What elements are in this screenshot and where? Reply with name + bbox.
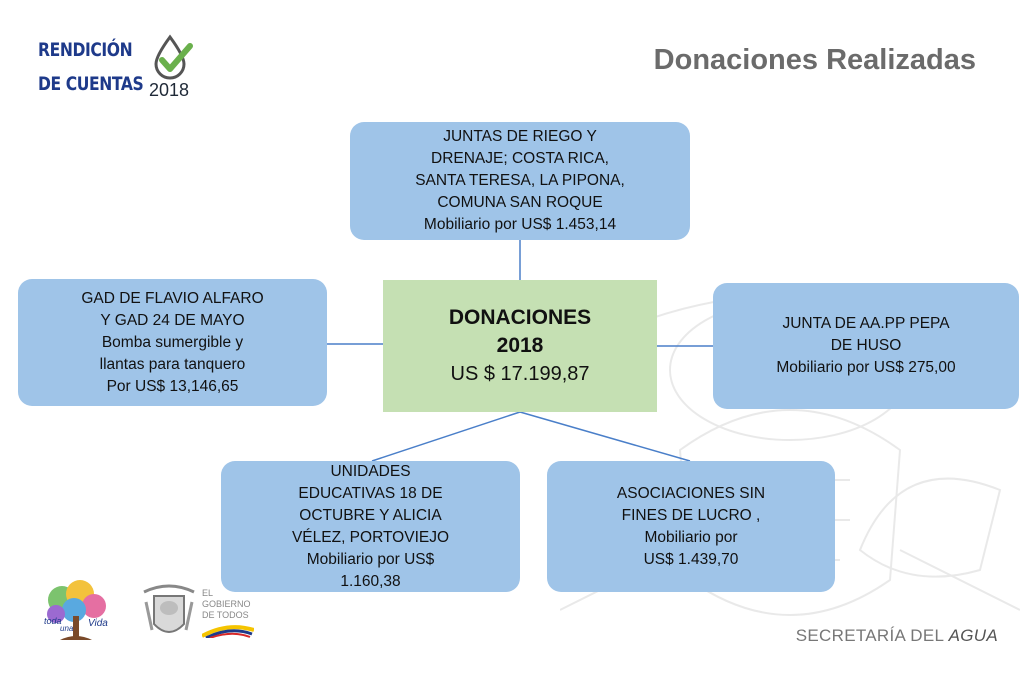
node-amount: 1.160,38 — [340, 572, 401, 590]
node-text: OCTUBRE Y ALICIA — [299, 506, 442, 524]
drop-check-icon — [154, 34, 193, 80]
node-amount: US$ 1.439,70 — [643, 550, 739, 568]
secretaria-del-agua-logo: SECRETARÍA DEL AGUA — [796, 626, 998, 646]
logo-text-vida: Vida — [88, 618, 108, 629]
gov-line-3: DE TODOS — [202, 610, 249, 620]
node-text: EDUCATIVAS 18 DE — [298, 484, 443, 502]
center-heading-1: DONACIONES — [448, 306, 592, 329]
node-text: JUNTAS DE RIEGO Y — [443, 128, 597, 145]
node-text: COMUNA SAN ROQUE — [437, 194, 603, 211]
connector-bottom-right — [519, 411, 691, 462]
node-text: GAD DE FLAVIO ALFARO — [81, 289, 264, 307]
node-donaciones-center: DONACIONES 2018 US $ 17.199,87 — [383, 280, 657, 412]
logo-text-toda: toda — [44, 616, 62, 626]
node-juntas-riego: JUNTAS DE RIEGO Y DRENAJE; COSTA RICA, S… — [350, 122, 690, 240]
rendicion-cuentas-logo: RENDICIÓN DE CUENTAS 2018 — [38, 32, 198, 104]
node-text: VÉLEZ, PORTOVIEJO — [291, 528, 450, 546]
node-text: DRENAJE; COSTA RICA, — [431, 150, 609, 167]
secretaria-text: SECRETARÍA DEL — [795, 626, 944, 645]
gov-line-1: EL — [202, 588, 214, 598]
node-text: Mobiliario por — [644, 528, 738, 546]
center-heading-2: 2018 — [496, 334, 544, 357]
node-text: SANTA TERESA, LA PIPONA, — [415, 172, 625, 189]
logo-line-2: DE CUENTAS — [38, 73, 144, 95]
node-amount: Mobiliario por US$ 275,00 — [776, 359, 956, 376]
gobierno-de-todos-logo: EL GOBIERNO DE TODOS — [140, 582, 260, 646]
node-text: ASOCIACIONES SIN — [616, 484, 766, 502]
node-amount: Mobiliario por US$ 1.453,14 — [423, 216, 617, 233]
logo-text-una: una — [60, 624, 74, 633]
page-title: Donaciones Realizadas — [653, 44, 976, 76]
coat-of-arms-icon — [143, 584, 195, 633]
connector-bottom-left — [371, 411, 521, 462]
node-asociaciones-sin-fines: ASOCIACIONES SIN FINES DE LUCRO , Mobili… — [547, 461, 835, 592]
logo-year: 2018 — [149, 80, 190, 100]
toda-una-vida-logo: toda una Vida — [40, 578, 112, 644]
node-text: Y GAD 24 DE MAYO — [100, 311, 245, 329]
gobierno-text: EL GOBIERNO DE TODOS — [202, 588, 251, 621]
node-gad-flavio-alfaro: GAD DE FLAVIO ALFARO Y GAD 24 DE MAYO Bo… — [18, 279, 327, 406]
agua-text: AGUA — [948, 626, 998, 645]
node-text: JUNTA DE AA.PP PEPA — [782, 315, 950, 332]
node-text: DE HUSO — [830, 337, 902, 354]
tree-icon — [47, 580, 106, 640]
node-text: Bomba sumergible y — [101, 333, 244, 351]
node-text: llantas para tanquero — [99, 355, 246, 373]
node-text: UNIDADES — [330, 462, 411, 480]
gov-line-2: GOBIERNO — [202, 599, 251, 609]
logo-line-1: RENDICIÓN — [38, 39, 133, 61]
center-amount: US $ 17.199,87 — [450, 363, 590, 385]
node-text: FINES DE LUCRO , — [621, 506, 761, 524]
flag-swoosh-icon — [202, 625, 254, 638]
node-text: Mobiliario por US$ — [306, 550, 435, 568]
node-junta-pepa-huso: JUNTA DE AA.PP PEPA DE HUSO Mobiliario p… — [713, 283, 1019, 409]
node-amount: Por US$ 13,146,65 — [106, 377, 239, 395]
node-unidades-educativas: UNIDADES EDUCATIVAS 18 DE OCTUBRE Y ALIC… — [221, 461, 520, 592]
